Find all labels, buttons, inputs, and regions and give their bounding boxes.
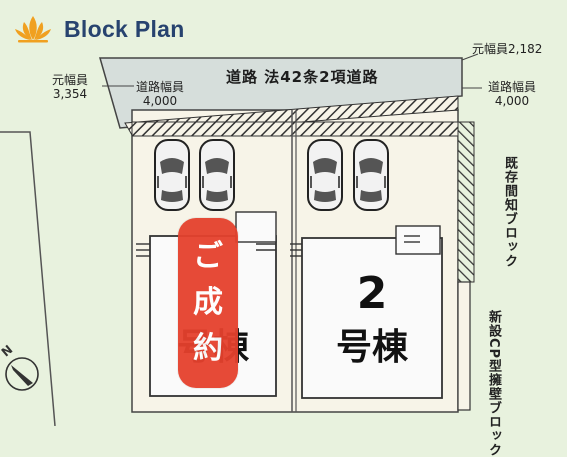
existing-block-wall: [457, 121, 475, 283]
road-label: 道路 法42条2項道路: [226, 68, 379, 86]
road-side-wall-strip: [131, 121, 459, 137]
site-plan-diagram: [0, 53, 482, 426]
original-width-left-value: 3,354: [52, 87, 88, 101]
brand-name: Block Plan: [64, 15, 185, 42]
neighbor-lot-outline: [0, 131, 56, 426]
building-2-steps: [290, 235, 420, 257]
sold-char-1: ご: [193, 239, 223, 274]
building-1-entrance: [235, 211, 277, 243]
building-1-steps: [136, 243, 276, 257]
road-width-right-value: 4,000: [494, 94, 530, 108]
original-width-left-title: 元幅員: [52, 73, 89, 87]
building-2-outline: [301, 237, 443, 399]
road-width-right-title: 道路幅員: [488, 80, 537, 94]
plot-2-number: 2: [356, 268, 388, 319]
lotus-flower-icon: [15, 16, 51, 43]
building-2-entrance: [395, 225, 441, 255]
brand-header: Block Plan: [10, 14, 185, 44]
road-width-left: 道路幅員 4,000: [136, 80, 184, 108]
original-width-left: 元幅員 3,354: [52, 73, 88, 101]
car-3: [307, 139, 343, 211]
sold-char-3: 約: [193, 331, 223, 366]
north-arrow-icon: [5, 357, 39, 391]
plot-2-name: 号棟: [335, 327, 408, 368]
sold-badge: ご 成 約: [178, 218, 238, 388]
original-width-right: 元幅員2,182: [472, 42, 543, 56]
new-retaining-wall: [457, 281, 471, 411]
leader-line-right: [461, 53, 479, 61]
sold-char-2: 成: [193, 285, 223, 320]
car-1: [154, 139, 190, 211]
road-width-right: 道路幅員 4,000: [488, 80, 536, 108]
car-4: [353, 139, 389, 211]
existing-wall-label: 既存間知ブロック: [502, 156, 517, 268]
car-2: [199, 139, 235, 211]
road-width-left-value: 4,000: [142, 94, 178, 108]
road-width-left-title: 道路幅員: [136, 80, 185, 94]
new-wall-label: 新設CP型擁壁ブロック: [486, 310, 501, 457]
